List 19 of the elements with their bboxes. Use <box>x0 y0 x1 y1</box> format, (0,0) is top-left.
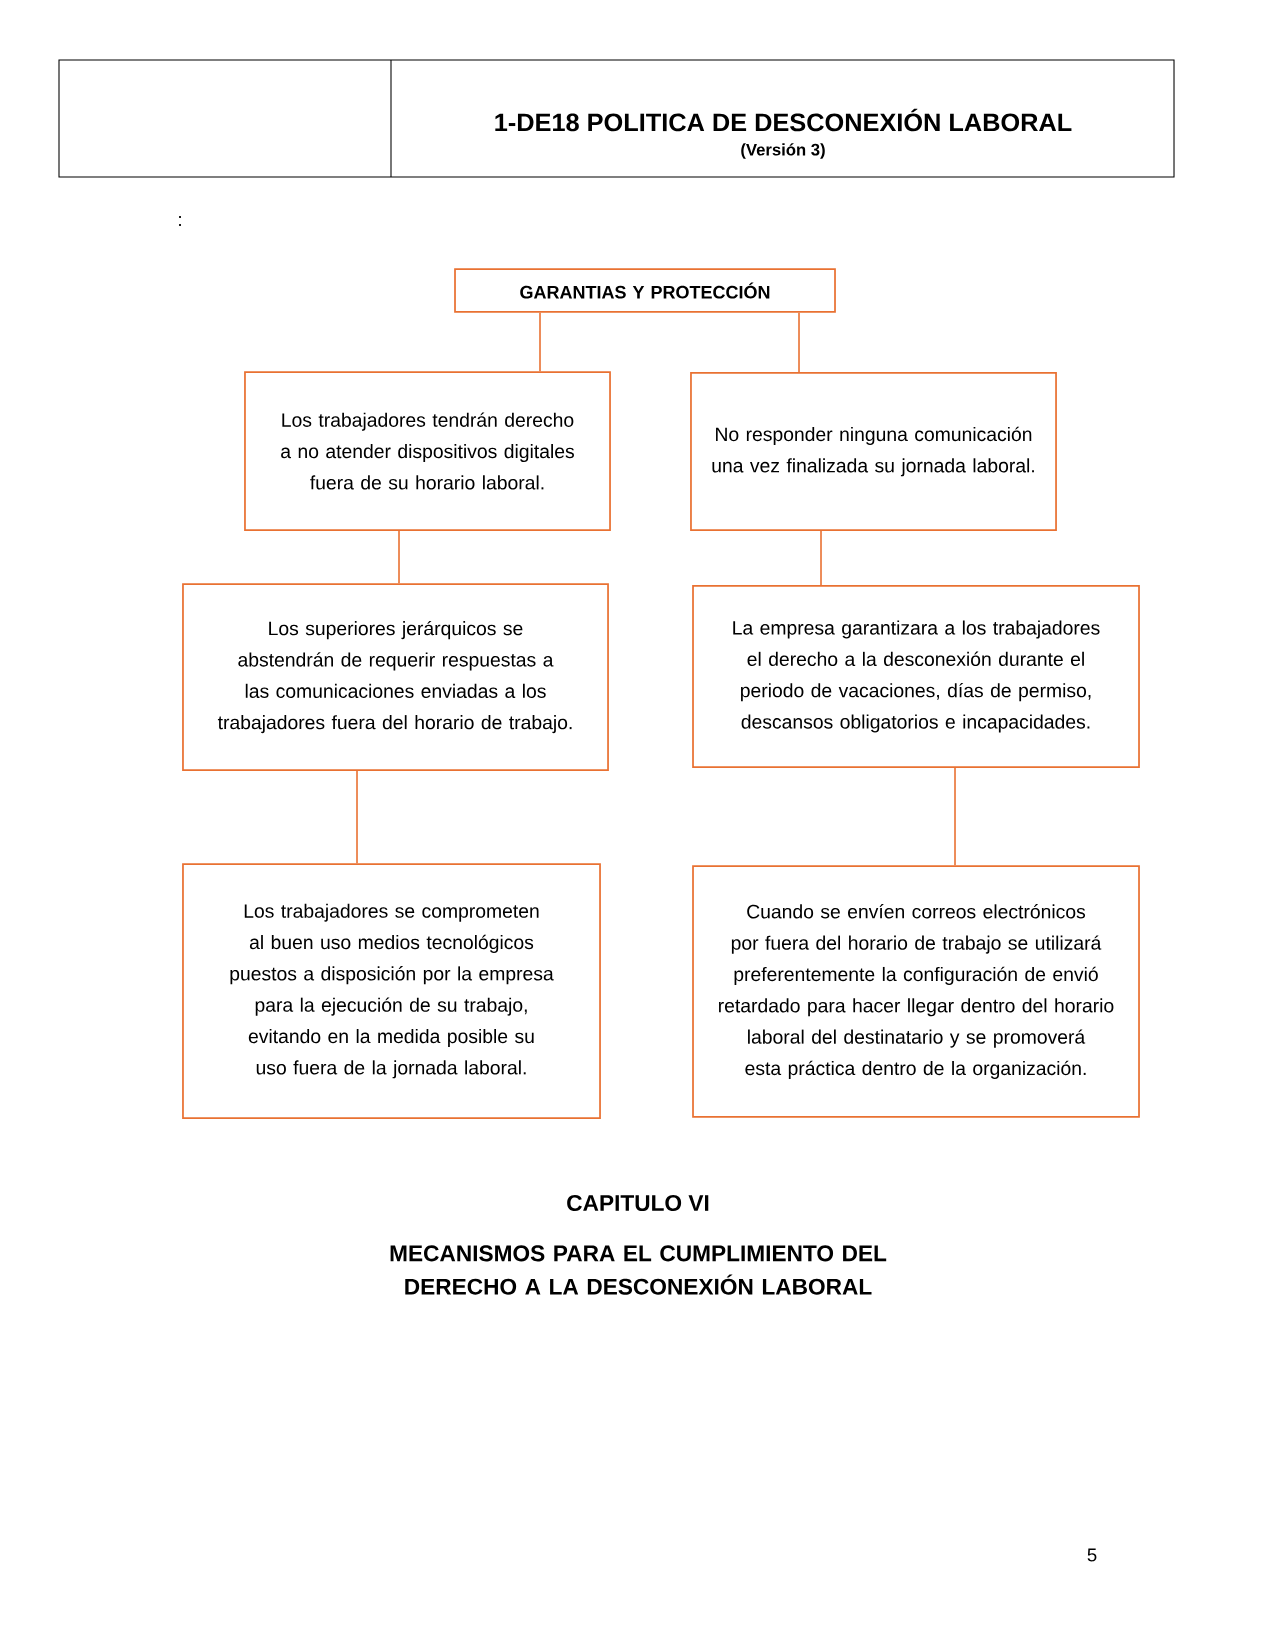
version-note: (Versión 3) <box>741 143 825 159</box>
connector-line <box>954 767 956 866</box>
connector-line <box>539 312 541 372</box>
connector-line <box>798 312 800 373</box>
text-box: Los trabajadores se comprometen al buen uso medios tecnológicos puestos a disposición por la empresa para la ejecución de su trabajo, evitando en la medida posible su uso fuera de la jornada laboral. <box>182 863 601 1119</box>
text-box: La empresa garantizara a los trabajadores el derecho a la desconexión durante el periodo de vacaciones, días de permiso, descansos obligatorios e incapacidades. <box>692 585 1140 768</box>
text-box: Los superiores jerárquicos se abstendrán de requerir respuestas a las comunicaciones enviadas a los trabajadores fuera del horario de trabajo. <box>182 583 609 771</box>
text-box: No responder ninguna comunicación una vez finalizada su jornada laboral. <box>690 372 1057 531</box>
colon-mark: : <box>179 216 181 226</box>
page-number: 5 <box>1087 1548 1097 1562</box>
connector-line <box>820 530 822 586</box>
chapter-heading: CAPITULO VI <box>567 1195 709 1212</box>
document-title: 1-DE18 POLITICA DE DESCONEXIÓN LABORAL <box>495 108 1072 132</box>
heading-box: GARANTIAS Y PROTECCIÓN <box>454 268 836 313</box>
text-box: Cuando se envíen correos electrónicos por fuera del horario de trabajo se utilizará preferentemente la configuración de envió retardado para hacer llegar dentro del horario laboral del destinatario y se promoverá esta práctica dentro de la organización. <box>692 865 1140 1118</box>
connector-line <box>398 530 400 584</box>
text-box: Los trabajadores tendrán derecho a no atender dispositivos digitales fuera de su horario laboral. <box>244 371 611 531</box>
connector-line <box>356 770 358 864</box>
chapter-title: MECANISMOS PARA EL CUMPLIMIENTO DEL DERECHO A LA DESCONEXIÓN LABORAL <box>390 1245 887 1295</box>
